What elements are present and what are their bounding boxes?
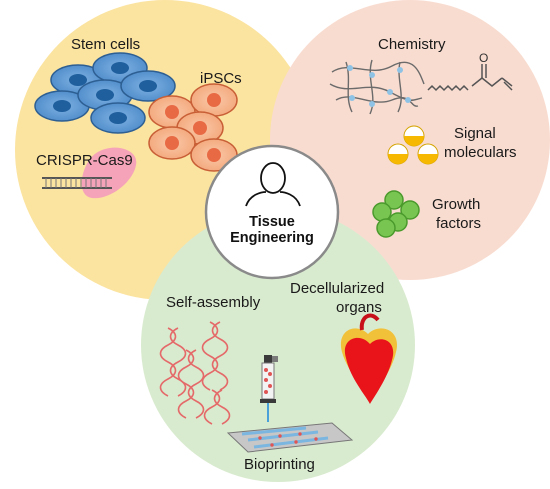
stem-cells-label: Stem cells <box>71 36 141 53</box>
growth-factors-label-line2: factors <box>436 215 482 232</box>
signal-molecules-icon <box>387 125 439 165</box>
growth-factors-label-line1: Growth <box>432 196 481 213</box>
bioprinting-label: Bioprinting <box>244 456 315 473</box>
signal-molecules-label-line2: moleculars <box>444 144 517 161</box>
stem-cells-icon <box>34 52 176 134</box>
crispr-label: CRISPR-Cas9 <box>36 152 133 169</box>
decellularized-label-line1: Decellularized <box>290 280 385 297</box>
person-icon <box>245 162 301 207</box>
molecule-icon <box>427 64 513 92</box>
bioprinting-icon <box>226 355 354 453</box>
molecule-oxygen-label: O <box>479 51 488 65</box>
center-circle <box>204 144 340 280</box>
crispr-cas9-icon <box>42 147 137 199</box>
heart-organ-icon <box>340 313 398 404</box>
ipscs-label: iPSCs <box>200 70 242 87</box>
signal-molecules-label-line1: Signal <box>454 125 496 142</box>
decellularized-label-line2: organs <box>336 299 382 316</box>
self-assembly-icon <box>159 321 231 425</box>
ipscs-icon <box>148 83 238 172</box>
self-assembly-label: Self-assembly <box>166 294 261 311</box>
center-title: Tissue Engineering <box>230 214 314 246</box>
fabrication-circle <box>141 208 415 482</box>
chemistry-label: Chemistry <box>378 36 446 53</box>
hydrogel-network-icon <box>329 59 425 115</box>
growth-factors-icon <box>372 190 420 238</box>
